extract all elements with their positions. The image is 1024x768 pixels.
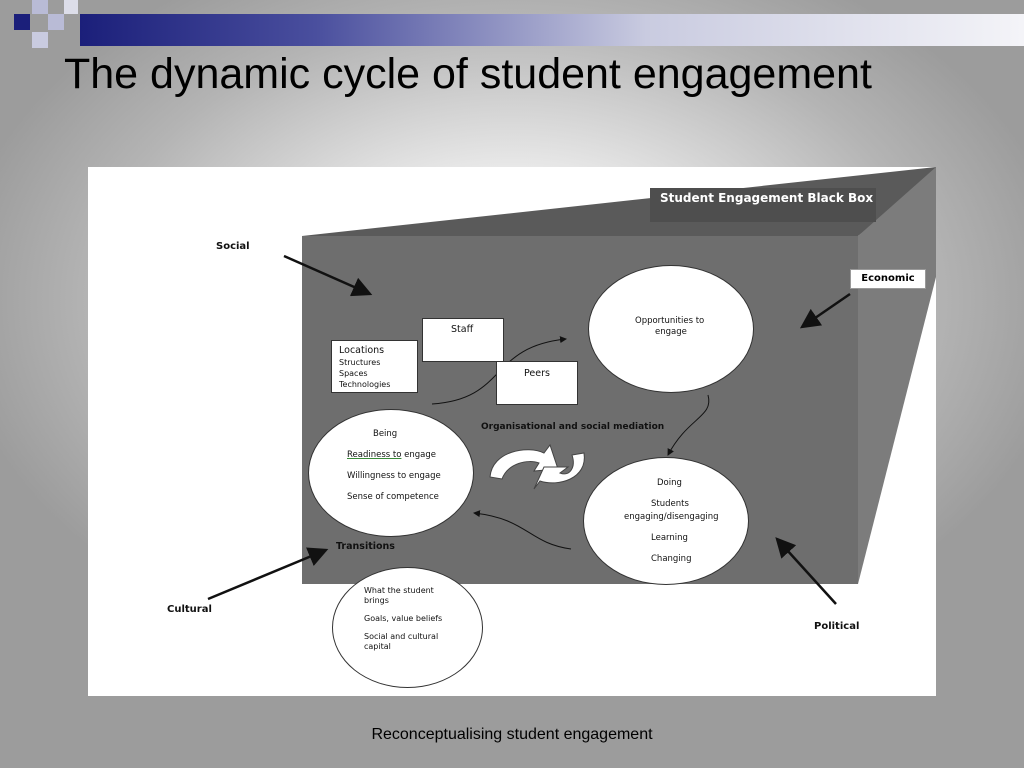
cultural-label: Cultural (167, 604, 212, 615)
opportunities-text: Opportunities to (635, 316, 705, 326)
box-side-face (858, 167, 936, 584)
header-decoration (0, 0, 1024, 48)
learning-text: Learning (651, 533, 688, 543)
social-label: Social (216, 241, 250, 252)
willingness-text: Willingness to engage (347, 471, 441, 481)
capital-text: capital (364, 642, 391, 651)
locations-heading: Locations (339, 345, 385, 356)
readiness-rest: engage (401, 450, 436, 460)
peers-box: Peers (496, 361, 578, 405)
being-circle: Being Readiness to engage Willingness to… (308, 409, 474, 537)
locations-item: Technologies (339, 380, 391, 389)
black-box-title: Student Engagement Black Box (650, 188, 876, 222)
corner-square-navy (14, 14, 30, 30)
competence-text: Sense of competence (347, 492, 439, 502)
locations-item: Structures (339, 358, 381, 367)
mediation-label: Organisational and social mediation (481, 422, 665, 432)
brings-text: brings (364, 596, 389, 605)
corner-square-light (32, 0, 48, 14)
economic-arrow (799, 292, 851, 329)
header-gradient-band (80, 14, 1024, 46)
goals-text: Goals, value beliefs (364, 614, 443, 623)
opportunities-text: engage (655, 327, 687, 337)
flow-curve-to-doing (667, 394, 710, 456)
diagram-panel: Student Engagement Black Box Social Econ… (88, 167, 936, 696)
slide-title: The dynamic cycle of student engagement (64, 50, 872, 98)
changing-text: Changing (651, 554, 692, 564)
economic-label: Economic (850, 269, 926, 289)
brings-text: What the student (364, 586, 434, 595)
social-arrow (283, 254, 373, 297)
doing-circle: Doing Students engaging/disengaging Lear… (583, 457, 749, 585)
corner-square-light (32, 32, 48, 48)
locations-item: Spaces (339, 369, 368, 378)
locations-box: Locations Structures Spaces Technologies (331, 340, 418, 393)
doing-text: Students (651, 499, 689, 509)
student-brings-circle: What the student brings Goals, value bel… (332, 567, 483, 688)
being-title: Being (373, 429, 398, 439)
corner-square-pale (64, 0, 78, 14)
corner-square-light (48, 14, 64, 30)
political-label: Political (814, 621, 860, 632)
doing-text: engaging/disengaging (624, 512, 719, 522)
readiness-text: Readiness to engage (347, 450, 436, 460)
capital-text: Social and cultural (364, 632, 439, 641)
cultural-arrow (207, 547, 329, 601)
slide-footer: Reconceptualising student engagement (371, 726, 653, 743)
readiness-underlined: Readiness to (347, 450, 402, 460)
doing-title: Doing (657, 478, 682, 488)
political-arrow (775, 537, 837, 605)
peers-label: Peers (524, 368, 550, 379)
opportunities-circle: Opportunities to engage (588, 265, 754, 393)
staff-box: Staff (422, 318, 504, 362)
staff-label: Staff (451, 324, 474, 335)
flow-curve-to-being (473, 510, 572, 550)
transitions-label: Transitions (336, 541, 395, 552)
cycle-arrow-lower (533, 452, 585, 490)
